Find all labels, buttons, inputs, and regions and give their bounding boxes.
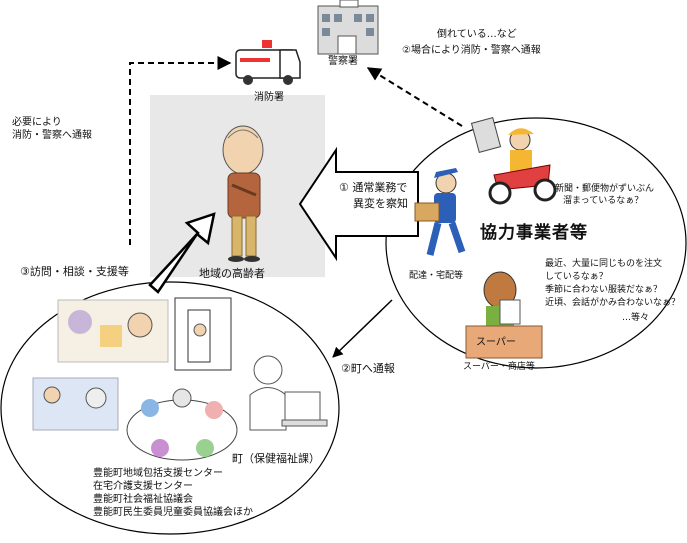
police-station-icon <box>317 0 379 55</box>
left-dashed-arrow <box>129 56 232 245</box>
etc-label: …等々 <box>622 313 650 323</box>
ambulance-icon <box>235 40 301 85</box>
elderly-label: 地域の高齢者 <box>199 267 265 280</box>
partners-label: 協力事業者等 <box>480 223 588 243</box>
police-dashed-arrow <box>366 67 463 127</box>
organization-item: 豊能町社会福祉協議会 <box>93 494 193 505</box>
newspaper-speech-line2: 溜まっているなぁ？ <box>563 196 644 206</box>
supermarket-label: スーパー・商店等 <box>463 362 535 372</box>
newspaper-speech-line1: 新聞・郵便物がずいぶん <box>555 184 655 194</box>
town-report-label: ②町へ通報 <box>341 362 395 375</box>
visit-hollow-arrow <box>148 212 216 294</box>
organization-item: 豊能町民生委員児童委員協議会ほか <box>93 507 253 518</box>
suspicion-line3: 季節に合わない服装だなぁ？ <box>545 285 663 295</box>
organization-list: 豊能町地域包括支援センター 在宅介護支援センター 豊能町社会福祉協議会 豊能町民… <box>93 467 253 519</box>
detect-label-line2: 異変を察知 <box>353 197 408 210</box>
visit-door-illustration <box>174 297 232 371</box>
left-report-note-line2: 消防・警察へ通報 <box>12 130 92 141</box>
organization-item: 豊能町地域包括支援センター <box>93 468 223 479</box>
detect-label: ① 通常業務で 異変を察知 <box>339 180 408 212</box>
left-report-note: 必要により 消防・警察へ通報 <box>12 116 92 142</box>
motorbike-courier-illustration <box>470 117 557 205</box>
supermarket-sign: スーパー <box>476 337 516 348</box>
suspicion-line1: 最近、大量に同じものを注文 <box>545 259 663 269</box>
suspicion-speech: 最近、大量に同じものを注文 しているなぁ？ 季節に合わない服装だなぁ？ 近頃、会… <box>545 258 680 310</box>
organization-item: 在宅介護支援センター <box>93 481 193 492</box>
police-report-label: ②場合により消防・警察へ通報 <box>402 45 541 56</box>
detect-hollow-arrow <box>298 146 419 262</box>
left-report-note-line1: 必要により <box>12 117 62 128</box>
town-report-arrow <box>332 299 393 358</box>
consultation-illustration <box>32 377 119 431</box>
shopkeeper-illustration <box>465 271 543 359</box>
police-note: 倒れている…など <box>437 29 517 40</box>
detect-label-line1: ① 通常業務で <box>339 181 408 194</box>
town-office-worker-illustration <box>249 355 328 431</box>
police-label: 警察署 <box>328 56 358 67</box>
fire-label: 消防署 <box>254 92 284 103</box>
delivery-person-illustration <box>414 168 466 256</box>
meeting-illustration <box>126 388 238 461</box>
suspicion-line2: しているなぁ？ <box>545 272 608 282</box>
delivery-label: 配達・宅配等 <box>409 271 464 281</box>
partners-ellipse <box>385 117 687 369</box>
suspicion-line4: 近頃、会話がかみ合わないなぁ？ <box>545 298 681 308</box>
town-label: 町（保健福祉課） <box>232 452 320 465</box>
elderly-person-illustration <box>222 125 264 262</box>
care-workers-illustration <box>57 299 169 363</box>
visit-label: ③訪問・相談・支援等 <box>20 265 129 278</box>
newspaper-speech: 新聞・郵便物がずいぶん 溜まっているなぁ？ <box>555 183 654 207</box>
